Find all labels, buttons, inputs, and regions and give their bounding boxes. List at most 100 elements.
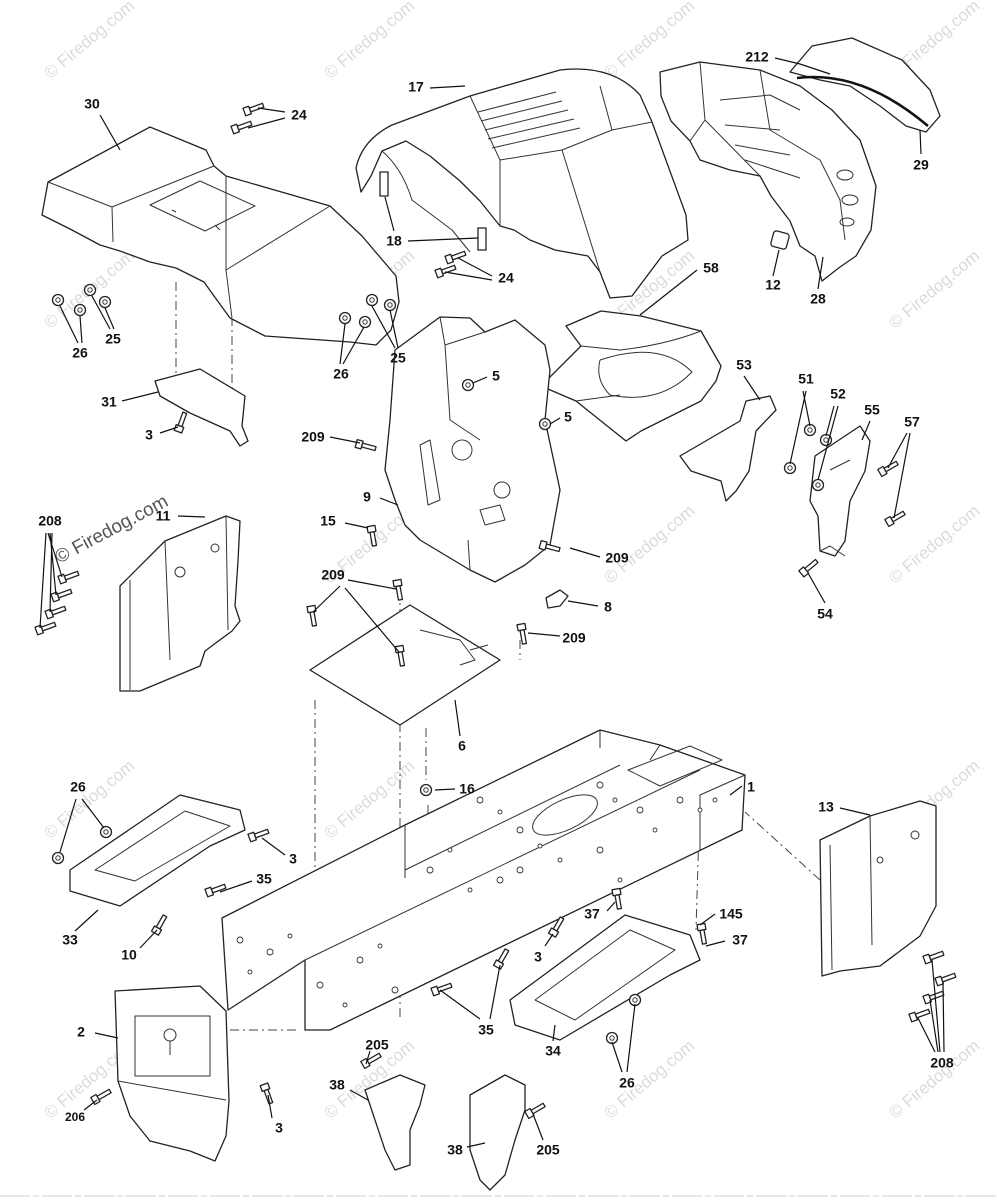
bolt-head [538,539,548,551]
callout-label: 52 [830,386,846,402]
callout-label: 55 [864,402,880,418]
frame-hole [496,876,504,884]
bolt-icon [259,1082,274,1105]
nut-outer [83,283,97,297]
bolt-shaft [699,929,708,945]
frame-opening [532,794,598,836]
bolt-head [392,578,403,588]
callout-label: 34 [545,1043,561,1059]
frame-hole [391,986,399,994]
bolt-icon [366,524,378,547]
nut-inner [815,482,821,488]
frame-hole [557,857,563,863]
nut-outer [51,293,65,307]
nut-outer [99,825,113,839]
side-panel-left-detail [129,515,229,690]
nut-outer [419,783,433,797]
nut-inner [362,319,368,325]
callout-label: 26 [72,345,88,361]
nut-inner [77,307,83,313]
callout-label: 29 [913,157,929,173]
callout-label: 26 [333,366,349,382]
nut-icon [51,851,65,865]
bolt-shaft [614,894,623,910]
callout-label: 205 [365,1037,389,1053]
nut-inner [55,855,61,861]
nut-icon [383,298,397,312]
frame-hole [236,936,244,944]
nut-outer [51,851,65,865]
keyhole [163,1028,177,1042]
headlight-cover-body [789,37,941,133]
bolt-shaft [530,1102,546,1115]
callout-label: 209 [562,630,586,646]
callout-label: 26 [70,779,86,795]
nut-inner [807,427,813,433]
bolt-head [230,123,241,135]
bolt-head [354,438,364,450]
watermark-text: © Firedog.com [600,501,698,587]
callout-label: 209 [605,550,629,566]
bolt-icon [392,578,404,601]
callout-label: 8 [604,599,612,615]
bolt-head [394,644,405,654]
rear-bracket-body [114,985,230,1162]
dash-panel-body [384,316,561,583]
part-shroud [540,310,722,442]
callout-label: 209 [321,567,345,583]
bolt-head [908,1011,919,1023]
frame-body [221,729,746,1031]
footrest-left-body [69,794,246,907]
frame-hole [516,826,524,834]
bolt-head [444,253,455,265]
nut-outer [461,378,475,392]
nut-inner [102,299,108,305]
callout-label: 2 [77,1024,85,1040]
frame-hole [287,933,293,939]
callout-label: 1 [747,779,755,795]
nut-outer [338,311,352,325]
callout-label: 33 [62,932,78,948]
grille-vent [836,169,854,181]
nut-inner [369,297,375,303]
callout-label: 17 [408,79,424,95]
grille-vent [839,217,855,227]
bolt-head [366,524,377,534]
bolt-shaft [177,411,188,428]
part-headlight-cover [789,37,941,133]
bolt-icon [360,1052,382,1070]
callout-label: 5 [564,409,572,425]
watermark-text: © Firedog.com [600,1036,698,1122]
callout-label: 25 [105,331,121,347]
part-dash-panel [384,316,561,583]
side-panel-hole [876,856,884,864]
callout-label: 58 [703,260,719,276]
side-panel-hole [174,566,186,578]
callout-label: 38 [329,1077,345,1093]
frame-hole [712,797,718,803]
nut-inner [465,382,471,388]
callout-label: 10 [121,947,137,963]
bolt-icon [247,828,270,843]
bolt-shaft [360,442,377,452]
part-grille-housing [659,61,877,282]
frame-hole [636,806,644,814]
callout-label: 26 [619,1075,635,1091]
nut-icon [51,293,65,307]
bolt-icon [50,588,73,603]
bolt-shaft [210,883,227,894]
nut-inner [55,297,61,303]
frame-hole [316,981,324,989]
bolt-head [360,1057,371,1070]
part-bracket-55 [809,425,871,557]
bolt-shaft [309,611,318,627]
callout-label: 12 [765,277,781,293]
bolt-head [242,105,253,117]
nut-icon [461,378,475,392]
bolt-icon [611,887,623,910]
dash-panel-hole [451,439,473,461]
frame-hole [447,847,453,853]
callout-label: 35 [478,1022,494,1038]
frame-hole [652,827,658,833]
bolt-head [884,515,895,528]
